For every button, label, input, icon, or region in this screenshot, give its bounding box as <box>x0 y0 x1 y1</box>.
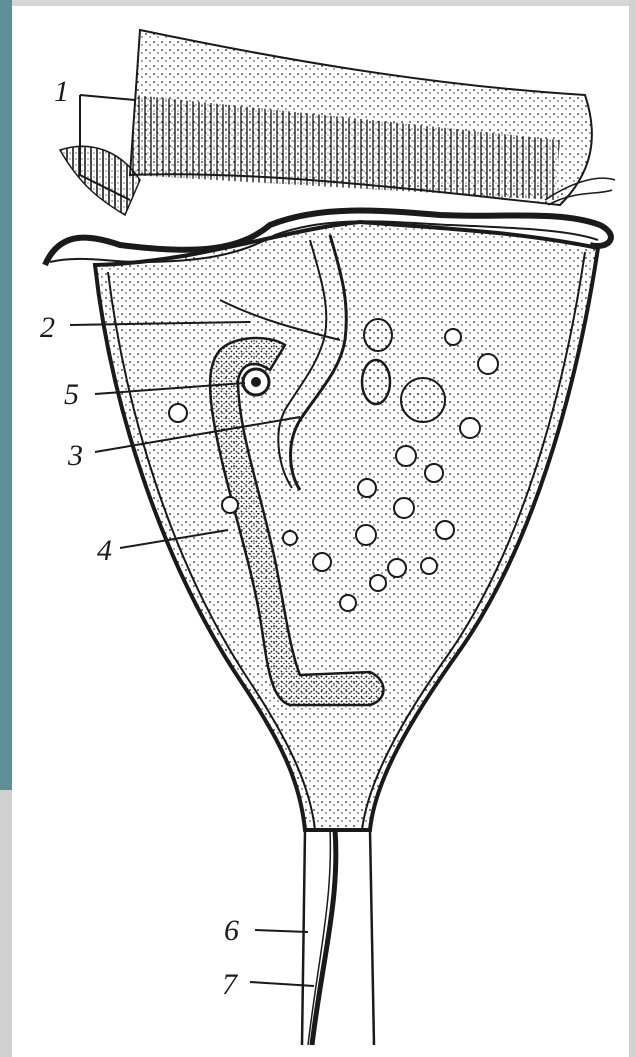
cilia-crown <box>60 30 615 215</box>
label-1: 1 <box>54 75 69 108</box>
label-2: 2 <box>40 311 55 344</box>
label-7: 7 <box>222 968 239 1001</box>
label-4: 4 <box>97 534 112 567</box>
stalk <box>302 830 374 1045</box>
label-5: 5 <box>64 378 79 411</box>
contractile-vacuole <box>243 369 269 395</box>
label-3: 3 <box>67 439 83 472</box>
label-6: 6 <box>224 914 239 947</box>
